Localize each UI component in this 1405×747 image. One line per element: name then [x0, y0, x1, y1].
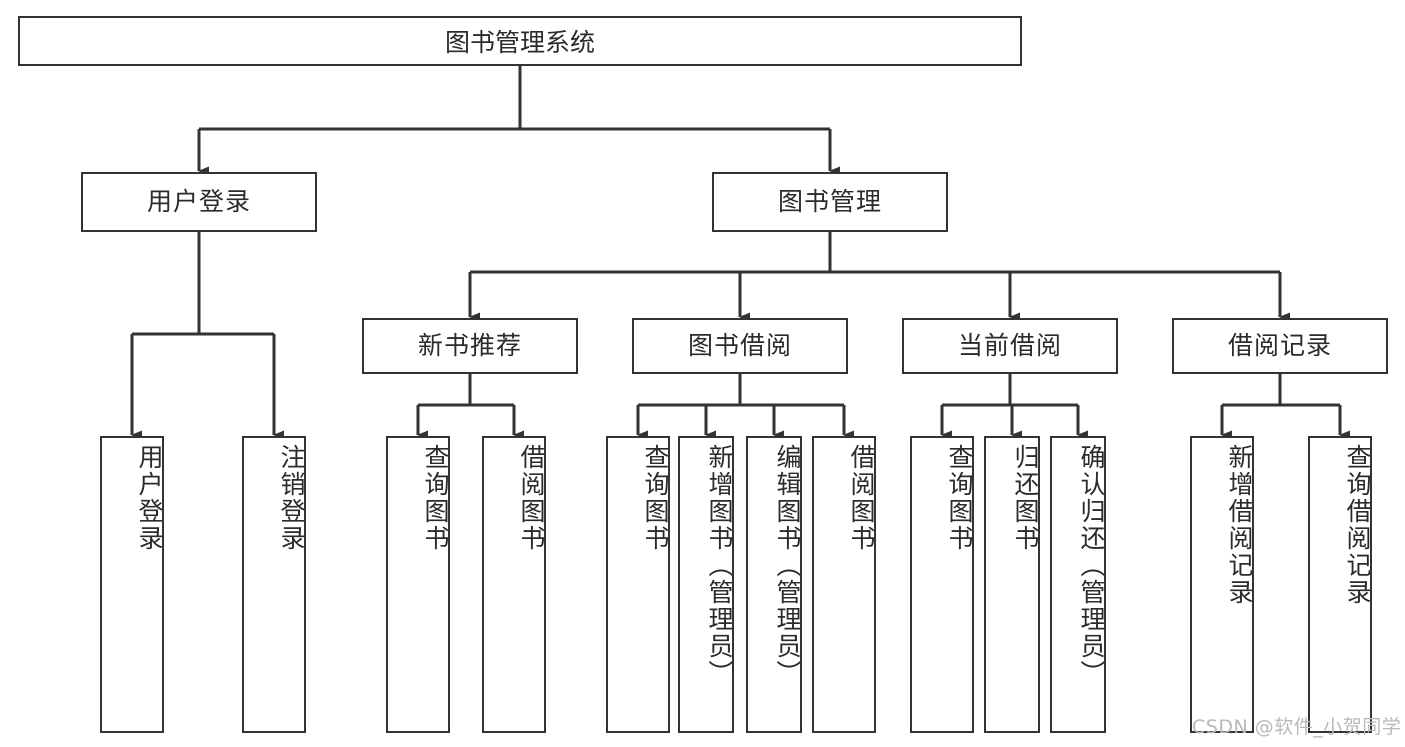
node-book-borrow[interactable]: 图书借阅	[632, 318, 848, 374]
node-label: 查询图书	[421, 444, 450, 552]
node-user-login[interactable]: 用户登录	[81, 172, 317, 232]
node-leaf-logout[interactable]: 注销登录	[242, 436, 306, 733]
node-root[interactable]: 图书管理系统	[18, 16, 1022, 66]
node-leaf-user-login[interactable]: 用户登录	[100, 436, 164, 733]
node-label: 新书推荐	[417, 331, 522, 361]
node-label: 查询借阅记录	[1343, 444, 1372, 606]
node-label: 确认归还（管理员）	[1077, 444, 1106, 687]
node-label: 新增借阅记录	[1225, 444, 1254, 606]
node-borrow-record[interactable]: 借阅记录	[1172, 318, 1388, 374]
node-leaf-borrow-book-1[interactable]: 借阅图书	[482, 436, 546, 733]
node-label: 新增图书（管理员）	[705, 444, 734, 687]
node-current-borrow[interactable]: 当前借阅	[902, 318, 1118, 374]
node-leaf-borrow-book-2[interactable]: 借阅图书	[812, 436, 876, 733]
node-label: 借阅图书	[517, 444, 546, 552]
node-label: 借阅记录	[1227, 331, 1332, 361]
node-label: 注销登录	[277, 444, 306, 552]
node-label: 查询图书	[641, 444, 670, 552]
node-leaf-confirm-return[interactable]: 确认归还（管理员）	[1050, 436, 1106, 733]
node-leaf-edit-book[interactable]: 编辑图书（管理员）	[746, 436, 802, 733]
node-book-manage[interactable]: 图书管理	[712, 172, 948, 232]
node-leaf-query-book-3[interactable]: 查询图书	[910, 436, 974, 733]
node-leaf-return-book[interactable]: 归还图书	[984, 436, 1040, 733]
node-label: 编辑图书（管理员）	[773, 444, 802, 687]
node-label: 用户登录	[146, 187, 251, 217]
node-label: 归还图书	[1011, 444, 1040, 552]
node-leaf-add-record[interactable]: 新增借阅记录	[1190, 436, 1254, 733]
node-label: 查询图书	[945, 444, 974, 552]
node-label: 图书管理系统	[444, 28, 595, 57]
node-leaf-query-book-2[interactable]: 查询图书	[606, 436, 670, 733]
node-leaf-add-book[interactable]: 新增图书（管理员）	[678, 436, 734, 733]
node-label: 借阅图书	[847, 444, 876, 552]
node-leaf-query-book-1[interactable]: 查询图书	[386, 436, 450, 733]
node-new-book-rec[interactable]: 新书推荐	[362, 318, 578, 374]
node-label: 用户登录	[135, 444, 164, 552]
node-label: 图书管理	[777, 187, 882, 217]
node-label: 图书借阅	[687, 331, 792, 361]
node-label: 当前借阅	[957, 331, 1062, 361]
csdn-watermark: CSDN @软件_小贺同学	[1192, 716, 1402, 738]
node-leaf-query-record[interactable]: 查询借阅记录	[1308, 436, 1372, 733]
